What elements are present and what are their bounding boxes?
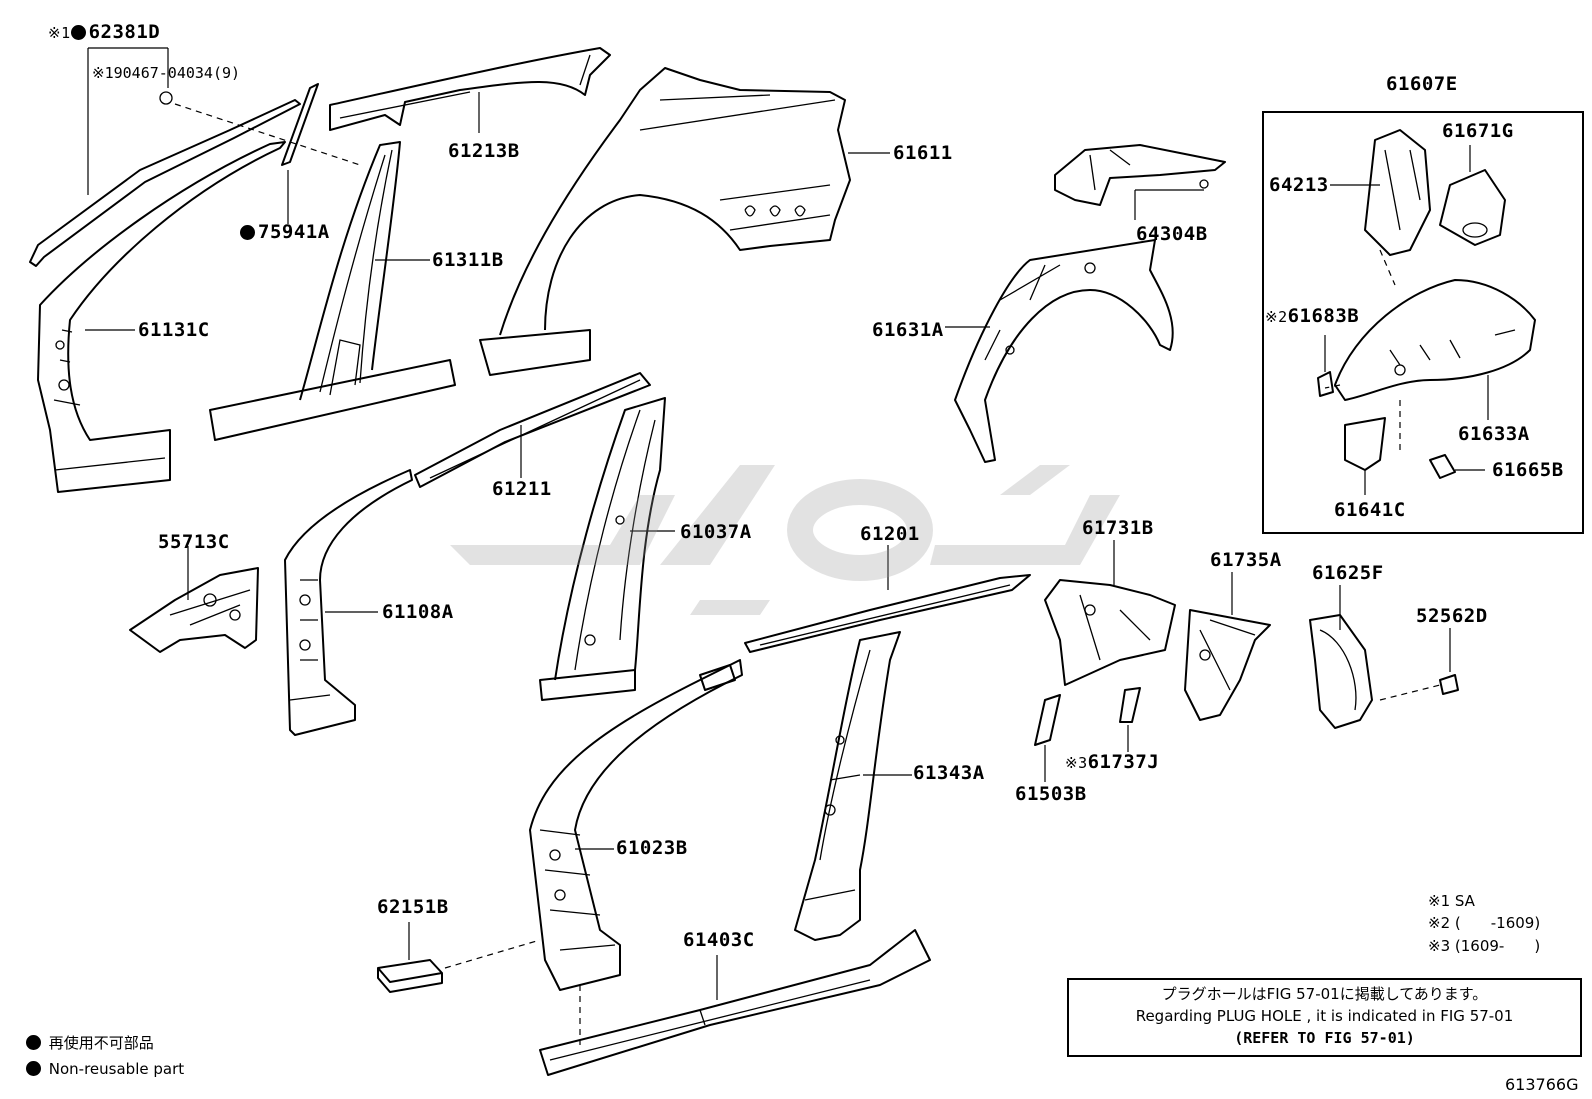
label-90467: ※190467-04034(9) xyxy=(92,64,241,82)
part-61737J-drawing xyxy=(1119,687,1141,752)
label-75941A: 75941A xyxy=(240,222,330,242)
part-61213B-drawing xyxy=(329,47,611,133)
part-61201-drawing xyxy=(744,545,1031,653)
part-75941A-drawing xyxy=(281,83,319,224)
label-61403C: 61403C xyxy=(683,929,755,951)
part-62381D-drawing xyxy=(29,47,361,267)
part-61671G-drawing xyxy=(1439,145,1506,246)
label-61503B: 61503B xyxy=(1015,783,1087,805)
label-52562D: 52562D xyxy=(1416,605,1488,627)
legend-en: Non-reusable part xyxy=(26,1060,184,1078)
label-61037A: 61037A xyxy=(680,521,752,543)
legend-jp: 再使用不可部品 xyxy=(26,1034,154,1052)
label-61023B: 61023B xyxy=(616,837,688,859)
part-55713C-drawing xyxy=(129,546,259,653)
non-reusable-dot-icon xyxy=(240,225,255,240)
watermark-logo xyxy=(450,465,1120,615)
part-61665B-drawing xyxy=(1429,454,1485,479)
label-64304B: 64304B xyxy=(1136,223,1208,245)
reference-line-en: Regarding PLUG HOLE , it is indicated in… xyxy=(1135,1007,1514,1025)
label-61683B: ※261683B xyxy=(1265,305,1360,327)
label-61343A: 61343A xyxy=(913,762,985,784)
part-61403C-drawing xyxy=(539,929,931,1076)
label-61641C: 61641C xyxy=(1334,499,1406,521)
non-reusable-dot-icon xyxy=(26,1035,41,1050)
reference-line-refer: (REFER TO FIG 57-01) xyxy=(1234,1029,1415,1047)
part-61037A-drawing xyxy=(539,397,675,701)
note-variant-1: ※1 SA xyxy=(1428,892,1475,910)
label-61731B: 61731B xyxy=(1082,517,1154,539)
part-61343A-drawing xyxy=(794,631,912,941)
part-61611-drawing xyxy=(479,67,890,376)
part-61311B-drawing xyxy=(209,141,456,441)
label-62151B: 62151B xyxy=(377,896,449,918)
label-61671G: 61671G xyxy=(1442,120,1514,142)
note-variant-3: ※3 (1609- ) xyxy=(1428,937,1541,955)
part-61023B-drawing xyxy=(529,659,743,991)
part-61625F-drawing xyxy=(1309,585,1441,729)
label-61611: 61611 xyxy=(893,142,953,164)
part-64213-drawing xyxy=(1330,129,1431,256)
part-61131C-drawing xyxy=(37,141,286,493)
label-61631A: 61631A xyxy=(872,319,944,341)
assembly-frame-61607E xyxy=(1262,111,1584,534)
label-61108A: 61108A xyxy=(382,601,454,623)
label-61311B: 61311B xyxy=(432,249,504,271)
note-variant-2: ※2 ( -1609) xyxy=(1428,914,1541,932)
label-61625F: 61625F xyxy=(1312,562,1384,584)
label-55713C: 55713C xyxy=(158,531,230,553)
label-61665B: 61665B xyxy=(1492,459,1564,481)
part-61735A-drawing xyxy=(1184,572,1271,721)
label-61131C: 61131C xyxy=(138,319,210,341)
part-64304B-drawing xyxy=(1054,144,1226,220)
part-62151B-drawing xyxy=(377,922,541,993)
non-reusable-dot-icon xyxy=(70,25,86,40)
figure-id: 613766G xyxy=(1505,1075,1579,1094)
part-52562D-drawing xyxy=(1439,628,1459,695)
non-reusable-dot-icon xyxy=(26,1061,41,1076)
label-61633A: 61633A xyxy=(1458,423,1530,445)
part-61641C-drawing xyxy=(1344,400,1401,495)
part-61108A-drawing xyxy=(284,469,413,736)
part-61503B-drawing xyxy=(1034,694,1061,782)
label-61201: 61201 xyxy=(860,523,920,545)
part-61631A-drawing xyxy=(945,239,1174,463)
part-61683B-drawing xyxy=(1317,335,1334,397)
label-64213: 64213 xyxy=(1269,174,1329,196)
part-61211-drawing xyxy=(414,372,651,488)
label-61213B: 61213B xyxy=(448,140,520,162)
label-61211: 61211 xyxy=(492,478,552,500)
part-61633A-drawing xyxy=(1324,249,1536,420)
reference-line-jp: プラグホールはFIG 57-01に掲載してあります。 xyxy=(1161,985,1488,1003)
label-61735A: 61735A xyxy=(1210,549,1282,571)
label-61737J: ※361737J xyxy=(1065,751,1160,773)
part-61731B-drawing xyxy=(1044,540,1176,686)
plug-hole-reference-box: プラグホールはFIG 57-01に掲載してあります。 Regarding PLU… xyxy=(1067,978,1582,1057)
label-61607E: 61607E xyxy=(1386,73,1458,95)
